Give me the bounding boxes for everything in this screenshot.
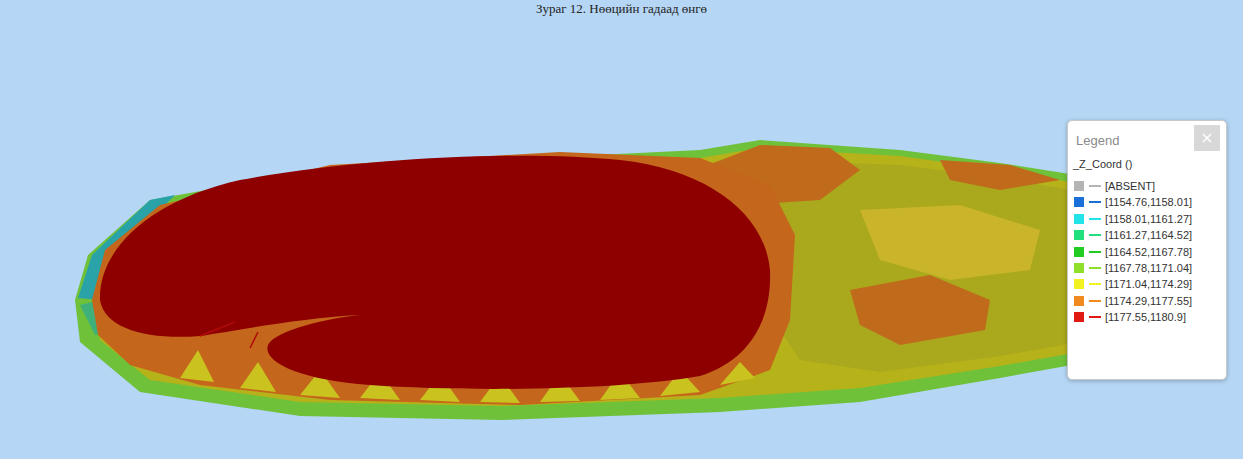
legend-line-sample bbox=[1089, 234, 1101, 236]
terrain-top bbox=[100, 156, 770, 389]
legend-line-sample bbox=[1089, 300, 1101, 302]
legend-entry: [1167.78,1171.04] bbox=[1074, 261, 1219, 275]
legend-line-sample bbox=[1089, 316, 1101, 318]
legend-line-sample bbox=[1089, 251, 1101, 253]
terrain-base bbox=[75, 140, 1162, 420]
legend-swatch bbox=[1074, 312, 1084, 322]
terrain-top-crease bbox=[200, 322, 258, 348]
legend-entry: [1164.52,1167.78] bbox=[1074, 245, 1219, 259]
legend-text: [1177.55,1180.9] bbox=[1105, 310, 1219, 324]
legend-text: [1164.52,1167.78] bbox=[1105, 245, 1219, 259]
legend-text: [1158.01,1161.27] bbox=[1105, 212, 1219, 226]
legend-swatch bbox=[1074, 181, 1084, 191]
legend-swatch bbox=[1074, 214, 1084, 224]
legend-swatch bbox=[1074, 230, 1084, 240]
legend-title: Legend bbox=[1076, 133, 1119, 148]
legend-swatch bbox=[1074, 279, 1084, 289]
legend-line-sample bbox=[1089, 267, 1101, 269]
legend-line-sample bbox=[1089, 218, 1101, 220]
legend-swatch bbox=[1074, 197, 1084, 207]
legend-text: [1154.76,1158.01] bbox=[1105, 195, 1219, 209]
legend-entry: [1177.55,1180.9] bbox=[1074, 310, 1219, 324]
terrain-patch bbox=[940, 160, 1060, 190]
legend-entry: [1171.04,1174.29] bbox=[1074, 277, 1219, 291]
legend-text: [1171.04,1174.29] bbox=[1105, 277, 1219, 291]
legend-entry: [1161.27,1164.52] bbox=[1074, 228, 1219, 242]
legend-text: [1167.78,1171.04] bbox=[1105, 261, 1219, 275]
legend-swatch bbox=[1074, 263, 1084, 273]
legend-entry: [1174.29,1177.55] bbox=[1074, 294, 1219, 308]
legend-panel: Legend _Z_Coord () [ABSENT] [1154.76,1158.0… bbox=[1067, 120, 1227, 380]
terrain-patch bbox=[850, 275, 990, 345]
legend-entry: [1154.76,1158.01] bbox=[1074, 195, 1219, 209]
figure-caption: Зураг 12. Нөөцийн гадаад өнгө bbox=[0, 1, 1243, 17]
legend-line-sample bbox=[1089, 283, 1101, 285]
legend-text: [1174.29,1177.55] bbox=[1105, 294, 1219, 308]
legend-entry: [1158.01,1161.27] bbox=[1074, 212, 1219, 226]
legend-swatch bbox=[1074, 296, 1084, 306]
terrain-rim bbox=[92, 152, 795, 405]
legend-line-sample bbox=[1089, 201, 1101, 203]
legend-swatch bbox=[1074, 247, 1084, 257]
legend-field: _Z_Coord () bbox=[1073, 158, 1132, 170]
close-button bbox=[1194, 125, 1220, 151]
legend-text: [ABSENT] bbox=[1105, 179, 1219, 193]
legend-line-sample bbox=[1089, 185, 1101, 187]
legend-entry: [ABSENT] bbox=[1074, 179, 1219, 193]
legend-text: [1161.27,1164.52] bbox=[1105, 228, 1219, 242]
terrain-patch bbox=[860, 205, 1040, 280]
